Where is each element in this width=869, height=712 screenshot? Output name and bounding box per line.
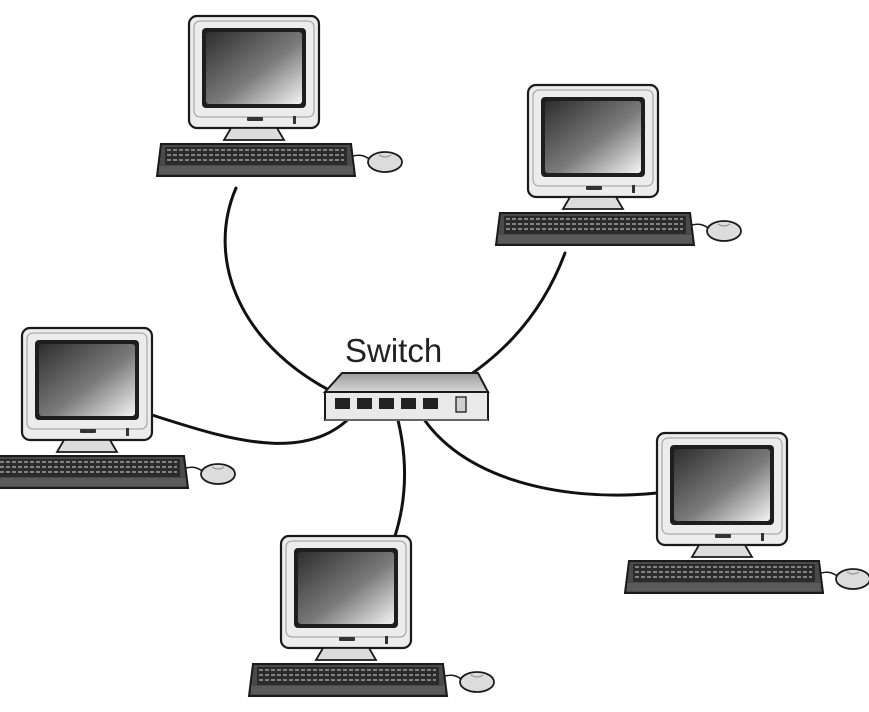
computer-right [623,431,869,595]
cable-left [150,398,366,445]
computer-top-right [494,83,743,247]
switch-status-light [455,396,467,413]
switch-device [322,372,490,421]
switch-label: Switch [345,332,442,369]
computer-left [0,326,237,490]
cable-top-left [223,186,347,400]
cable-right [412,400,659,497]
computer-bottom [247,534,496,698]
cable-bottom [391,400,406,538]
computer-top-left [155,14,404,178]
switch-ports [335,398,438,409]
